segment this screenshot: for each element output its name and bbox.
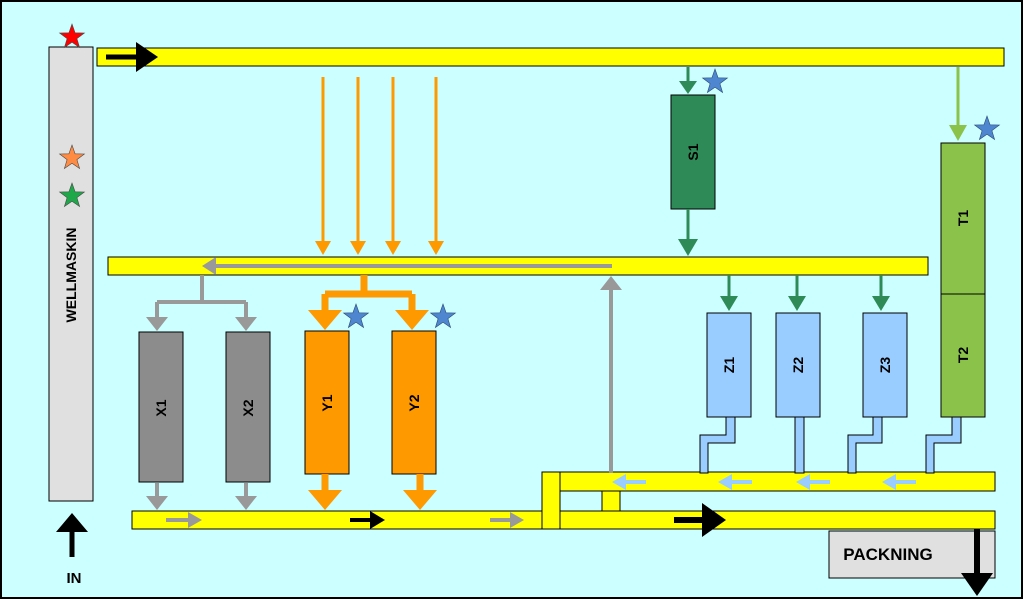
orange-feed-arrows	[315, 77, 444, 255]
wellmaskin-machine	[48, 46, 94, 502]
y2-label: Y2	[406, 394, 422, 411]
packning-label: PACKNING	[843, 545, 932, 564]
top-conveyor	[96, 47, 1005, 67]
x1-unit	[138, 331, 184, 483]
z2-unit	[775, 312, 821, 418]
packning-area	[828, 530, 996, 579]
s1-input-arrow	[679, 67, 697, 94]
s1-label: S1	[685, 143, 701, 160]
output-conveyor	[559, 510, 996, 530]
z-discharge-pipes	[699, 416, 962, 474]
gray-return-riser	[600, 276, 622, 473]
z2-label: Z2	[790, 357, 806, 374]
vertical-connector-conveyor	[541, 471, 561, 530]
bottom-flow-arrows	[166, 503, 726, 537]
wellmaskin-label: WELLMASKIN	[63, 228, 79, 323]
packning-output-arrow	[961, 529, 993, 596]
t1-unit	[940, 142, 986, 295]
z-input-arrows	[720, 275, 890, 311]
orange-split-arrows	[308, 275, 429, 330]
x2-unit	[225, 331, 271, 483]
z1-label: Z1	[721, 357, 737, 374]
return-connector-conveyor	[601, 490, 621, 512]
s1-output-arrow	[678, 209, 698, 256]
s1-unit	[670, 94, 716, 210]
gray-middle-arrow	[202, 257, 612, 275]
y1-unit	[304, 330, 350, 475]
x2-label: X2	[240, 399, 256, 416]
t1-label: T1	[955, 210, 971, 227]
gray-split-arrows	[146, 275, 257, 331]
input-label: IN	[67, 570, 82, 587]
t2-unit	[940, 293, 986, 418]
y1-label: Y1	[319, 394, 335, 411]
y-output-arrows	[308, 474, 437, 510]
x-output-arrows	[146, 483, 257, 510]
x1-label: X1	[153, 399, 169, 416]
blue-return-arrows	[612, 474, 916, 490]
y2-unit	[391, 330, 437, 475]
z1-unit	[706, 312, 752, 418]
return-conveyor	[559, 471, 996, 492]
z3-unit	[862, 312, 908, 418]
t2-label: T2	[955, 347, 971, 364]
top-direction-arrow	[106, 42, 158, 72]
z3-label: Z3	[877, 357, 893, 374]
input-arrow	[56, 513, 88, 557]
t1-input-arrow	[949, 67, 967, 141]
